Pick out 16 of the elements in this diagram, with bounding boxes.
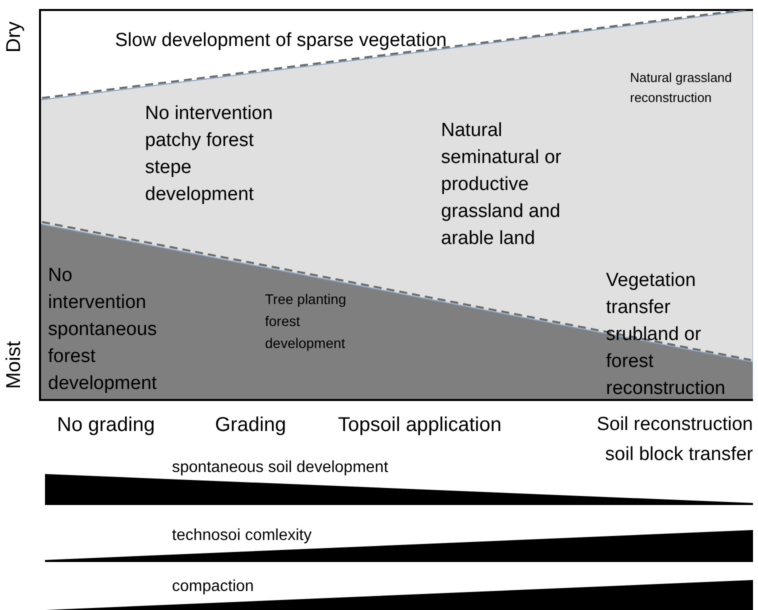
category-label: No grading [57, 413, 155, 438]
zone-text: Natural seminatural or productive grassland and arable land [441, 119, 562, 251]
zone-text: Slow development of sparse vegetation [115, 29, 448, 53]
gradient-label: compaction [172, 577, 254, 597]
zone-text: No intervention patchy forest stepe development [145, 102, 274, 207]
category-label: Grading [215, 413, 286, 438]
category-label: Topsoil application [338, 413, 502, 438]
zone-text: Vegetation transfer srubland or forest reconstruction [606, 269, 726, 401]
gradient-label: spontaneous soil development [172, 458, 388, 478]
zone-text: No intervention spontaneous forest development [48, 264, 158, 396]
zone-text: Tree planting forest development [265, 290, 348, 353]
gradient-label: technosoi comlexity [172, 526, 312, 546]
category-label: Soil reconstruction soil block transfer [596, 413, 753, 467]
zone-text: Natural grassland reconstruction [630, 69, 733, 107]
axis-label: Dry [2, 20, 26, 55]
axis-label: Moist [2, 340, 26, 391]
